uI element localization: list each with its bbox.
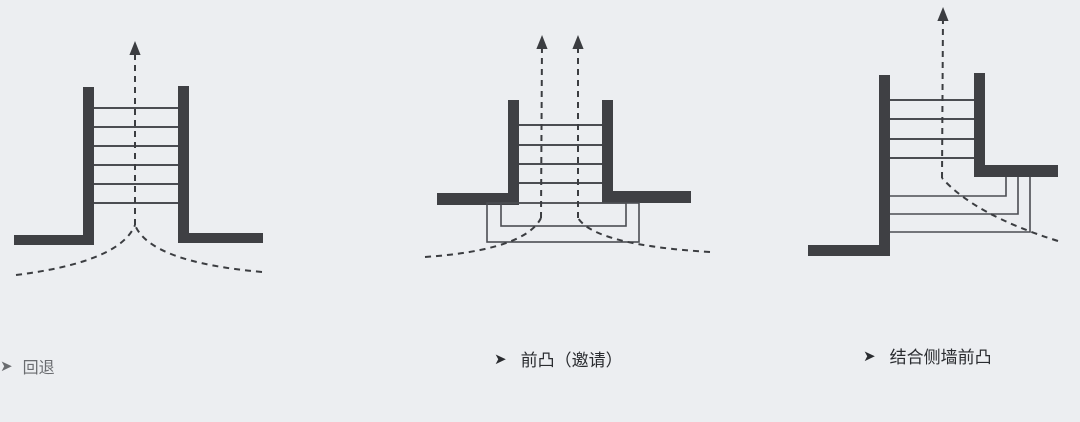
- right-wall: [178, 233, 263, 243]
- stair-treads: [890, 99, 974, 159]
- left-stair-wall: [508, 100, 519, 205]
- diagram-projecting: [424, 35, 711, 258]
- base-wall: [808, 245, 890, 256]
- right-stair-wall: [178, 86, 189, 243]
- left-stair-wall: [83, 87, 94, 245]
- outer-steps: [486, 202, 640, 243]
- stair-treads: [519, 124, 602, 184]
- caption-recessed: ➤ 回退: [0, 354, 55, 378]
- outer-steps: [890, 177, 1031, 233]
- caption-text: 结合侧墙前凸: [889, 348, 992, 368]
- side-wall: [879, 75, 890, 256]
- stair-treads: [94, 107, 178, 204]
- left-wall: [14, 235, 94, 245]
- left-wall: [437, 193, 517, 205]
- right-wall: [602, 191, 691, 203]
- caption-text: 回退: [22, 358, 55, 377]
- caption-text: 前凸（邀请）: [520, 351, 623, 371]
- arrowhead-right-icon: ➤: [863, 346, 876, 365]
- circulation-path: [937, 7, 1059, 242]
- caption-sidewall: ➤ 结合侧墙前凸: [863, 343, 992, 369]
- diagram-sidewall: [808, 7, 1059, 256]
- circulation-path: [15, 41, 263, 276]
- right-stair-wall: [974, 73, 985, 177]
- right-wall: [974, 165, 1058, 177]
- arrowhead-right-icon: ➤: [494, 349, 507, 368]
- diagram-recessed: [14, 41, 263, 276]
- caption-projecting: ➤ 前凸（邀请）: [494, 346, 623, 372]
- circulation-path: [424, 35, 711, 258]
- arrowhead-right-icon: ➤: [0, 357, 13, 375]
- right-stair-wall: [602, 100, 613, 203]
